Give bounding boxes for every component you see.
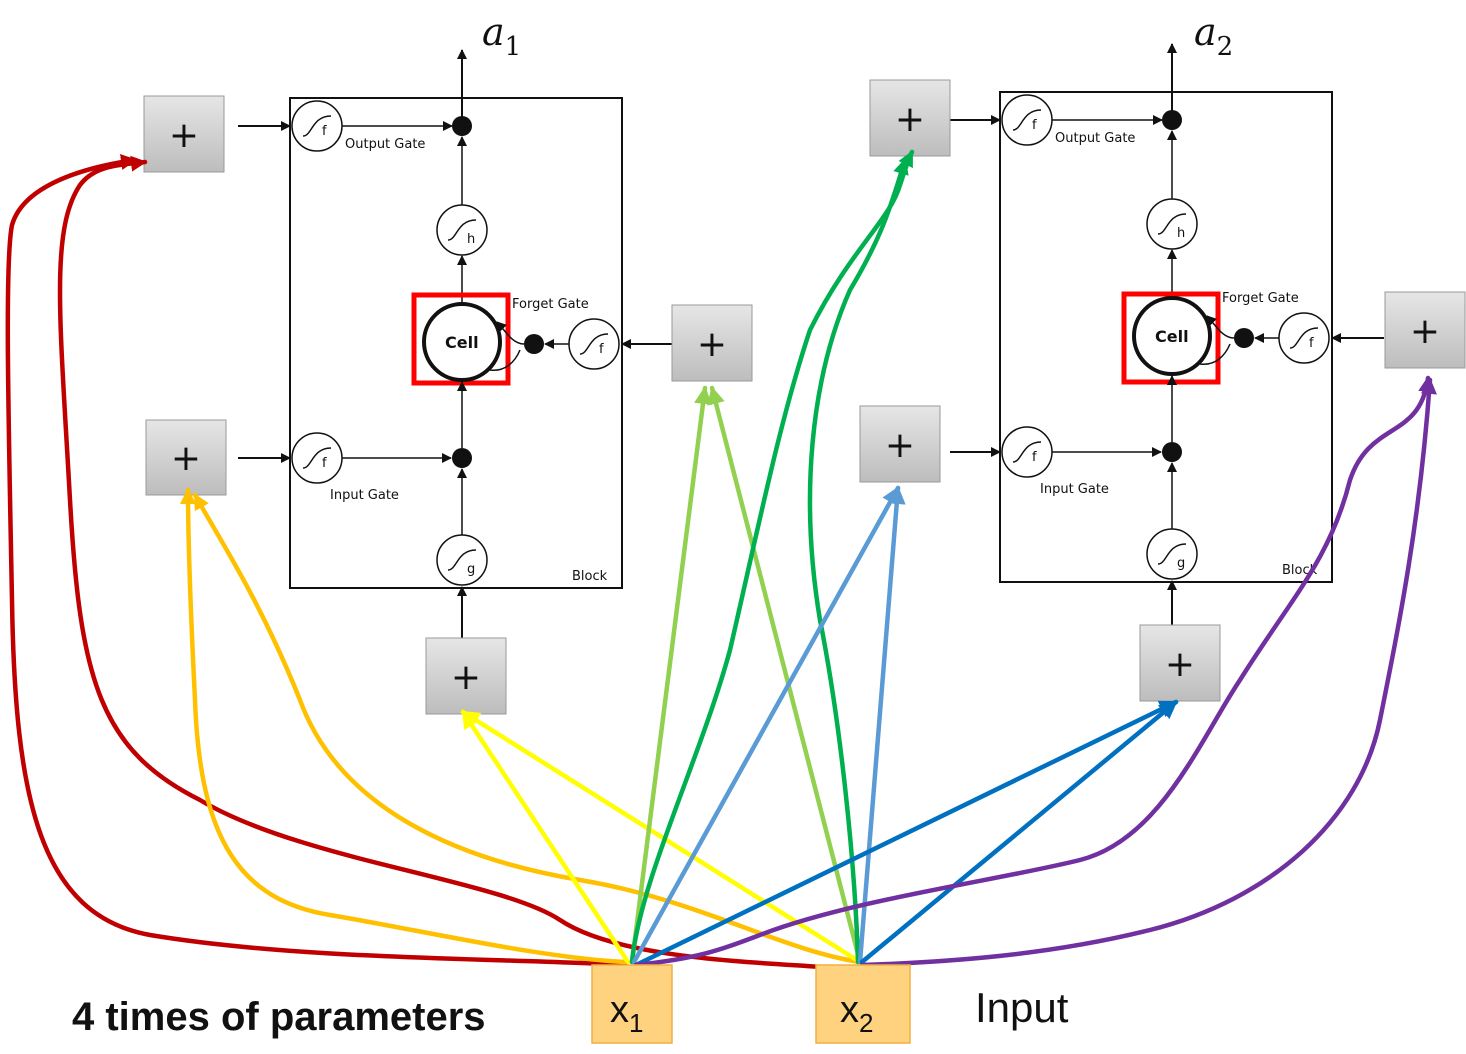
input-gate-sigmoid-icon: [1001, 426, 1053, 478]
input-gate-label: Input Gate: [330, 488, 399, 503]
svg-text:+: +: [697, 324, 727, 365]
link-x2-input-gate-2: [857, 485, 906, 965]
forget-gate-sigmoid-icon: [568, 318, 620, 370]
input-x1: x1: [591, 964, 673, 1044]
h-activation-icon: [436, 204, 488, 256]
svg-text:+: +: [451, 657, 481, 698]
svg-text:f: f: [322, 124, 327, 139]
link-x1-input-gate-2: [631, 485, 901, 965]
link-x2-cell-input-2: [859, 699, 1179, 965]
forget-multiply-icon: [1234, 328, 1254, 348]
link-x1-input-gate-1: [180, 487, 628, 965]
lstm-block-1: Block a1 f Output Gate h Cell Forget Gat…: [238, 10, 672, 638]
link-x1-output-gate-1: [5, 154, 628, 968]
caption: 4 times of parameters: [72, 995, 486, 1039]
forget-gate-sigmoid-icon: [1278, 312, 1330, 364]
link-x2-output-gate-2: [807, 157, 909, 965]
svg-text:f: f: [1309, 336, 1314, 351]
link-x2-input-gate-1: [192, 492, 863, 965]
svg-text:+: +: [169, 115, 199, 156]
link-x2-output-gate-1: [57, 155, 838, 971]
svg-text:f: f: [322, 456, 327, 471]
link-x2-forget-gate-1: [707, 385, 863, 965]
cell-label: Cell: [445, 333, 479, 352]
h-activation-icon: [1146, 198, 1198, 250]
block-label: Block: [572, 569, 608, 584]
connections: [5, 149, 1437, 971]
sum-node-input-gate-2: +: [859, 405, 941, 483]
svg-text:g: g: [1177, 556, 1185, 571]
output-multiply-icon: [1162, 110, 1182, 130]
svg-text:+: +: [1410, 311, 1440, 352]
sum-node-cell-input-1: +: [425, 637, 507, 715]
input-x2: x2: [815, 964, 911, 1044]
output-label-a1: a1: [482, 10, 521, 62]
svg-text:+: +: [171, 438, 201, 479]
output-gate-label: Output Gate: [1055, 131, 1135, 146]
g-activation-icon: [436, 534, 488, 586]
output-gate-label: Output Gate: [345, 137, 425, 152]
input-gate-sigmoid-icon: [291, 432, 343, 484]
sum-node-forget-gate-1: +: [671, 304, 753, 382]
link-x1-cell-input-1: [460, 709, 631, 965]
input-multiply-icon: [1162, 442, 1182, 462]
sum-node-input-gate-1: +: [145, 419, 227, 496]
svg-text:g: g: [467, 562, 475, 577]
sum-node-cell-input-2: +: [1139, 624, 1221, 702]
svg-text:h: h: [467, 232, 475, 247]
cell-icon: [422, 302, 502, 382]
link-x1-forget-gate-1: [629, 385, 712, 965]
link-x1-cell-input-2: [633, 699, 1179, 968]
cell-icon: [1132, 296, 1212, 376]
lstm-block-2: Block a2 f Output Gate h Cell Forget Gat…: [950, 10, 1384, 626]
svg-text:x2: x2: [840, 989, 873, 1038]
input-gate-label: Input Gate: [1040, 482, 1109, 497]
sum-node-forget-gate-2: +: [1384, 291, 1466, 369]
cell-label: Cell: [1155, 327, 1189, 346]
svg-text:+: +: [1165, 644, 1195, 685]
output-multiply-icon: [452, 116, 472, 136]
forget-gate-label: Forget Gate: [512, 297, 589, 312]
input-label: Input: [975, 984, 1069, 1031]
svg-text:f: f: [1032, 450, 1037, 465]
plus-boxes: + + + + + + + +: [143, 79, 1466, 715]
link-x2-cell-input-1: [460, 709, 863, 965]
input-multiply-icon: [452, 448, 472, 468]
output-gate-sigmoid-icon: [1001, 94, 1053, 146]
forget-gate-label: Forget Gate: [1222, 291, 1299, 306]
g-activation-icon: [1146, 528, 1198, 580]
svg-text:f: f: [599, 342, 604, 357]
sum-node-output-gate-2: +: [869, 79, 951, 157]
svg-text:x1: x1: [610, 989, 643, 1038]
forget-multiply-icon: [524, 334, 544, 354]
svg-text:h: h: [1177, 226, 1185, 241]
output-gate-sigmoid-icon: [291, 100, 343, 152]
svg-text:f: f: [1032, 118, 1037, 133]
link-x2-forget-gate-2: [859, 377, 1437, 968]
svg-text:+: +: [895, 99, 925, 140]
link-x1-forget-gate-2: [633, 375, 1435, 968]
svg-text:+: +: [885, 425, 915, 466]
sum-node-output-gate-1: +: [143, 95, 225, 173]
link-x1-output-gate-2: [629, 149, 915, 965]
output-label-a2: a2: [1194, 10, 1233, 62]
